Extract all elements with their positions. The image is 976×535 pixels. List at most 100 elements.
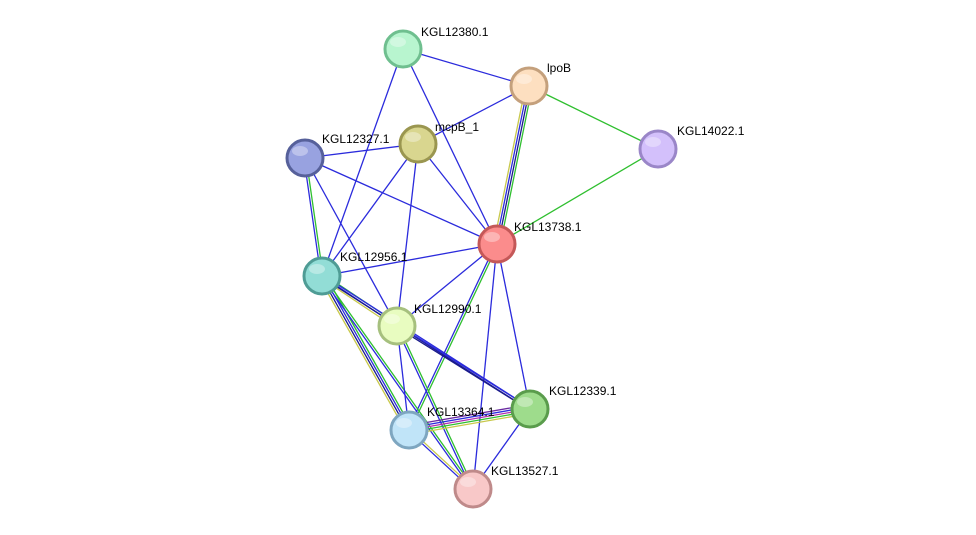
node-circle[interactable] [510, 389, 550, 429]
node-circle[interactable] [398, 124, 438, 164]
edge-line-darkblue [320, 276, 409, 431]
edge-line-blue [321, 143, 419, 277]
edge-KGL12327.1-KGL12990.1 [304, 157, 398, 327]
node-KGL12327.1[interactable]: KGL12327.1 [285, 132, 390, 178]
edge-line-blue [402, 48, 498, 245]
node-KGL12956.1[interactable]: KGL12956.1 [302, 250, 408, 296]
edge-KGL12380.1-lpoB [402, 48, 530, 87]
edge-KGL12956.1-KGL13527.1 [320, 274, 475, 491]
node-highlight [390, 37, 406, 47]
node-highlight [645, 137, 661, 147]
node-label: KGL13527.1 [491, 464, 559, 478]
edge-line-blue [408, 406, 530, 429]
node-mcpB_1[interactable]: mcpB_1 [398, 120, 479, 164]
node-highlight [484, 232, 500, 242]
edge-line-blue [396, 143, 419, 327]
edge-line-blue [417, 143, 498, 245]
edge-line-green [397, 325, 475, 489]
edge-line-blue [407, 243, 497, 430]
edge-KGL14022.1-KGL13738.1 [496, 148, 659, 245]
node-label: KGL14022.1 [677, 124, 745, 138]
node-circle[interactable] [509, 66, 549, 106]
edge-line-blue [417, 85, 530, 145]
node-circle[interactable] [285, 138, 325, 178]
node-circle[interactable] [638, 129, 678, 169]
edge-line-blue [472, 243, 498, 490]
node-KGL14022.1[interactable]: KGL14022.1 [638, 124, 745, 169]
edge-line-blue [303, 158, 322, 277]
edge-KGL13738.1-KGL12990.1 [396, 243, 498, 327]
edge-line-blue [321, 243, 498, 277]
edge-line-blue [396, 243, 498, 327]
node-highlight [396, 418, 412, 428]
edge-line-green [409, 410, 531, 433]
edge-KGL12380.1-KGL13738.1 [402, 48, 498, 245]
node-label: KGL13364.1 [427, 405, 495, 419]
edge-KGL12339.1-KGL13364.1 [408, 404, 531, 435]
node-circle[interactable] [477, 224, 517, 264]
node-label: KGL12956.1 [340, 250, 408, 264]
edge-line-green [528, 85, 659, 150]
edge-line-blue [402, 48, 530, 87]
node-highlight [516, 74, 532, 84]
node-label: KGL12380.1 [421, 25, 489, 39]
node-KGL12990.1[interactable]: KGL12990.1 [377, 302, 482, 346]
edge-line-blue [320, 276, 473, 491]
node-lpoB[interactable]: lpoB [509, 61, 571, 106]
edge-line-yellow [409, 412, 531, 435]
node-highlight [405, 132, 421, 142]
edge-lpoB-KGL14022.1 [528, 85, 659, 150]
edge-line-yellow [318, 277, 407, 432]
edge-line-magenta [408, 408, 531, 431]
node-KGL13364.1[interactable]: KGL13364.1 [389, 405, 495, 450]
edge-line-darkblue [396, 326, 530, 411]
edge-KGL12327.1-KGL12956.1 [303, 157, 324, 277]
node-circle[interactable] [453, 469, 493, 509]
node-highlight [460, 477, 476, 487]
edge-KGL12956.1-KGL13364.1 [318, 274, 413, 432]
node-circle[interactable] [302, 256, 342, 296]
nodes-layer: KGL12380.1 lpoB KGL14022.1 mcpB_1KGL12327.1… [285, 25, 745, 509]
edge-mcpB_1-KGL12956.1 [321, 143, 419, 277]
node-label: KGL12990.1 [414, 302, 482, 316]
edge-line-green [409, 244, 499, 431]
node-circle[interactable] [383, 29, 423, 69]
edge-line-blue [322, 275, 411, 430]
edge-line-green [499, 86, 533, 245]
edge-KGL13738.1-KGL13527.1 [472, 243, 498, 490]
node-label: KGL12327.1 [322, 132, 390, 146]
node-circle[interactable] [389, 410, 429, 450]
edge-lpoB-KGL13738.1 [493, 85, 533, 245]
edge-KGL12380.1-KGL12956.1 [321, 48, 404, 277]
edge-KGL12990.1-KGL13527.1 [395, 325, 475, 490]
edge-KGL13738.1-KGL13364.1 [407, 243, 499, 431]
edge-line-green [496, 148, 659, 245]
edge-line-green [305, 157, 324, 276]
node-label: lpoB [547, 61, 571, 75]
node-highlight [292, 146, 308, 156]
edge-line-purple [408, 404, 530, 427]
edge-KGL13738.1-KGL12956.1 [321, 243, 498, 277]
edge-line-green [322, 274, 475, 489]
edge-line-blue [397, 324, 531, 409]
node-KGL12339.1[interactable]: KGL12339.1 [510, 384, 617, 429]
edge-line-blue [304, 157, 398, 327]
edge-line-blue [304, 157, 498, 245]
edge-KGL13738.1-KGL12339.1 [496, 243, 531, 410]
node-KGL13738.1[interactable]: KGL13738.1 [477, 220, 582, 264]
edge-KGL12990.1-KGL12339.1 [396, 324, 531, 411]
node-circle[interactable] [377, 306, 417, 346]
edge-line-green [324, 274, 413, 429]
edge-line-blue [495, 85, 529, 244]
edge-line-yellow [493, 85, 527, 244]
node-label: mcpB_1 [435, 120, 479, 134]
node-KGL13527.1[interactable]: KGL13527.1 [453, 464, 559, 509]
edge-mcpB_1-KGL13738.1 [417, 143, 498, 245]
node-highlight [384, 314, 400, 324]
edge-line-blue [395, 326, 473, 490]
edge-lpoB-mcpB_1 [417, 85, 530, 145]
node-highlight [309, 264, 325, 274]
node-KGL12380.1[interactable]: KGL12380.1 [383, 25, 489, 69]
